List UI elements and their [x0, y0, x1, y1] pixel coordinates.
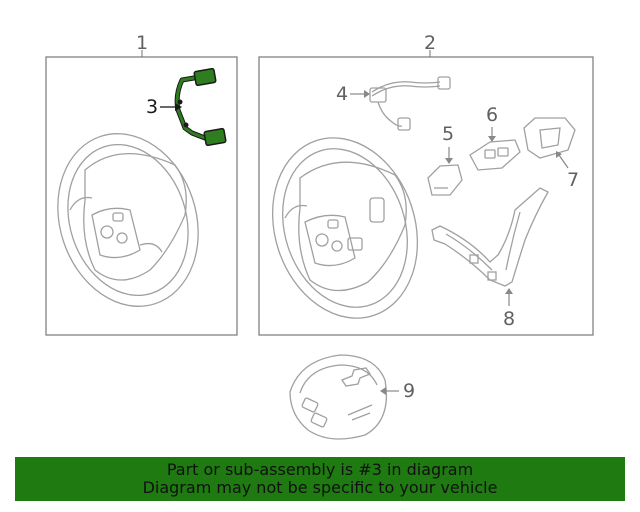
harness-part-4	[369, 76, 451, 131]
callout-9-label: 9	[403, 380, 415, 402]
steering-wheel-illustration-1	[57, 133, 199, 307]
callout-2-label: 2	[424, 32, 436, 54]
callout-8-label: 8	[503, 308, 515, 330]
steering-wheel-illustration-2	[271, 137, 419, 319]
airbag-module-part-9	[289, 354, 388, 440]
group-1-frame	[45, 56, 238, 336]
parts-diagram: 1 3 2	[45, 32, 594, 440]
group-2-frame	[258, 56, 594, 336]
assembly-group-1: 1 3	[45, 32, 238, 336]
banner-line-1: Part or sub-assembly is #3 in diagram	[166, 460, 474, 479]
callout-7-label: 7	[567, 169, 579, 191]
switch-part-6	[469, 139, 521, 171]
callout-1-label: 1	[136, 32, 148, 54]
callout-5-label: 5	[442, 123, 454, 145]
info-banner: Part or sub-assembly is #3 in diagram Di…	[15, 457, 625, 501]
callout-6-label: 6	[486, 104, 498, 126]
assembly-group-2: 2 4	[258, 32, 594, 336]
callout-3-label: 3	[146, 96, 158, 118]
callout-4-label: 4	[336, 83, 348, 105]
switch-part-7	[523, 117, 576, 159]
bezel-part-8	[431, 187, 549, 287]
switch-cover-part-5	[427, 164, 463, 196]
wiring-harness-part-3	[174, 67, 227, 147]
banner-line-2: Diagram may not be specific to your vehi…	[142, 478, 498, 497]
